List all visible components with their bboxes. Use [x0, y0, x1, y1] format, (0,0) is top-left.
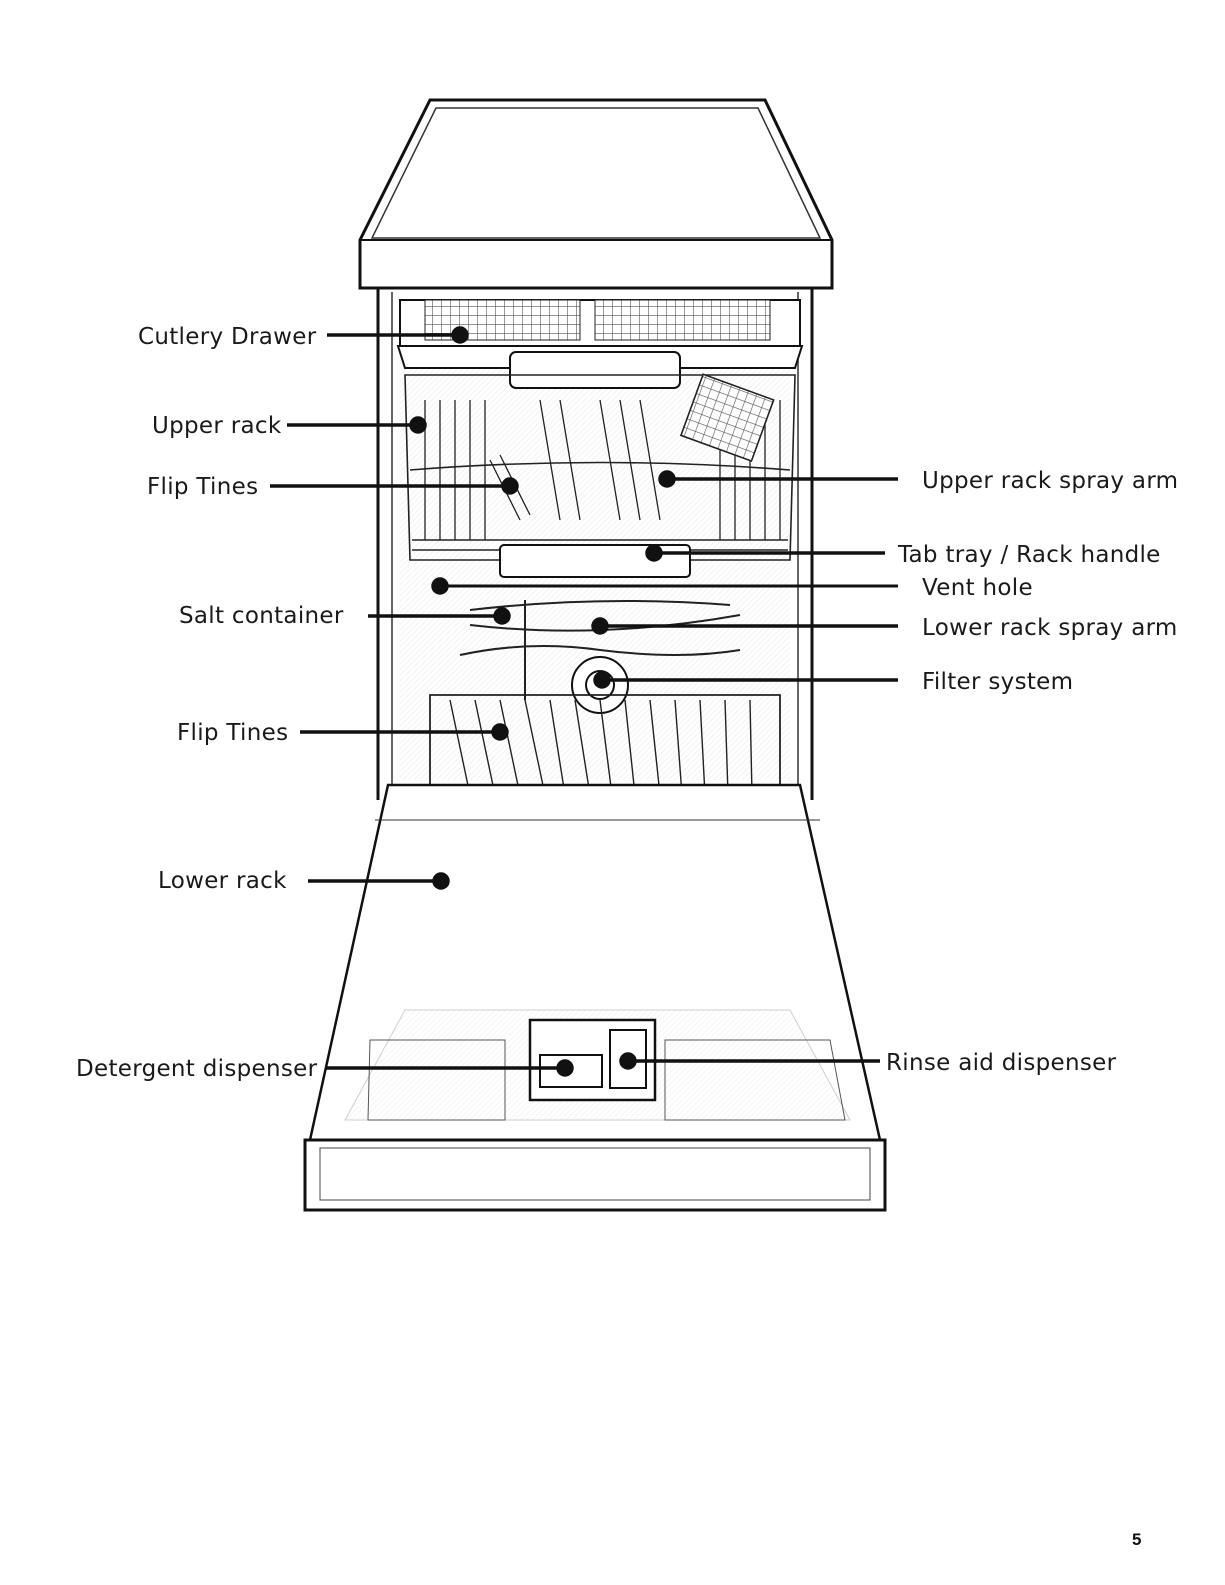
label-upper-rack-spray-arm: Upper rack spray arm: [922, 468, 1178, 494]
label-cutlery-drawer: Cutlery Drawer: [138, 324, 317, 350]
label-detergent-dispenser: Detergent dispenser: [76, 1056, 318, 1082]
dishwasher-door: [305, 785, 885, 1210]
label-upper-rack: Upper rack: [152, 413, 282, 439]
label-vent-hole: Vent hole: [922, 575, 1033, 601]
page-number: 5: [1132, 1530, 1141, 1550]
label-filter-system: Filter system: [922, 669, 1073, 695]
label-flip-tines-upper: Flip Tines: [147, 474, 258, 500]
label-rinse-aid-dispenser: Rinse aid dispenser: [886, 1050, 1117, 1076]
label-salt-container: Salt container: [179, 603, 344, 629]
label-lower-rack-spray-arm: Lower rack spray arm: [922, 615, 1178, 641]
label-lower-rack: Lower rack: [158, 868, 287, 894]
label-tab-tray-rack-handle: Tab tray / Rack handle: [897, 542, 1161, 568]
label-flip-tines-lower: Flip Tines: [177, 720, 288, 746]
